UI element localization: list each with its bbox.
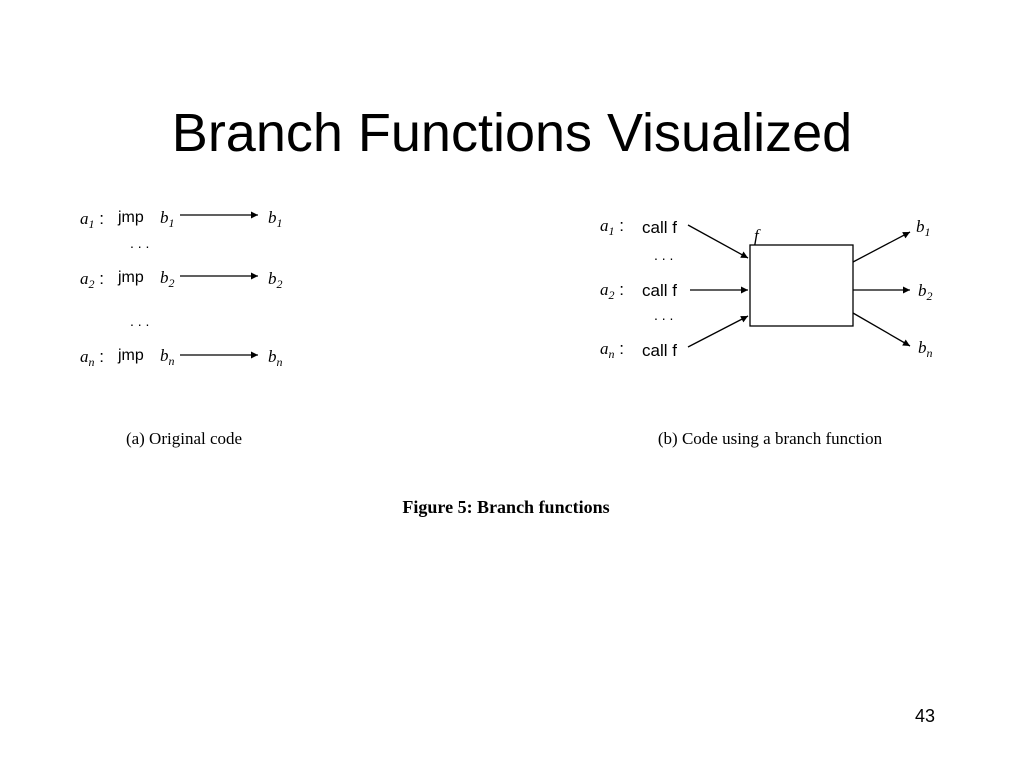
jmp-instr-2: jmp <box>117 269 144 286</box>
label-b-a1: a1 : <box>600 216 624 238</box>
arrow-in-1 <box>687 224 749 259</box>
label-b-a2: a2 : <box>600 280 624 302</box>
branch-function-box <box>749 244 854 327</box>
jmp-target-1: b1 <box>160 208 175 230</box>
panel-a-caption: (a) Original code <box>126 429 242 448</box>
ellipsis-b-1: . . . <box>654 247 673 263</box>
panel-b: a1 : call f . . . a2 : call f . . . an :… <box>600 216 933 448</box>
ellipsis-a-2: . . . <box>130 313 149 329</box>
function-label: f <box>754 226 761 245</box>
jmp-instr-n: jmp <box>117 347 144 364</box>
panel-a-row-n: an : jmp bn bn <box>80 346 283 369</box>
dest-b1: b1 <box>268 208 283 230</box>
panel-a: a1 : jmp b1 b1 . . . a2 : jmp b2 b2 . . … <box>80 208 283 448</box>
dest-b-b1: b1 <box>916 217 931 239</box>
dest-b2: b2 <box>268 269 283 291</box>
arrow-out-1 <box>852 231 911 263</box>
figure-caption: Figure 5: Branch functions <box>402 497 609 517</box>
panel-a-row-1: a1 : jmp b1 b1 <box>80 208 283 231</box>
arrow-out-n <box>852 312 911 347</box>
panel-b-caption: (b) Code using a branch function <box>658 429 883 448</box>
jmp-target-2: b2 <box>160 268 175 290</box>
call-instr-n: call f <box>642 341 677 360</box>
ellipsis-a-1: . . . <box>130 235 149 251</box>
call-instr-1: call f <box>642 218 677 237</box>
arrow-in-n <box>687 315 749 348</box>
ellipsis-b-2: . . . <box>654 307 673 323</box>
call-instr-2: call f <box>642 281 677 300</box>
slide-number: 43 <box>914 706 936 726</box>
label-an: an : <box>80 347 104 369</box>
label-b-an: an : <box>600 339 624 361</box>
slide-title: Branch Functions Visualized <box>171 103 853 163</box>
dest-bn: bn <box>268 347 283 369</box>
panel-a-row-2: a2 : jmp b2 b2 <box>80 268 283 291</box>
label-a1: a1 : <box>80 209 104 231</box>
jmp-instr-1: jmp <box>117 209 144 226</box>
jmp-target-n: bn <box>160 346 175 368</box>
dest-b-bn: bn <box>918 338 933 360</box>
label-a2: a2 : <box>80 269 104 291</box>
dest-b-b2: b2 <box>918 281 933 303</box>
